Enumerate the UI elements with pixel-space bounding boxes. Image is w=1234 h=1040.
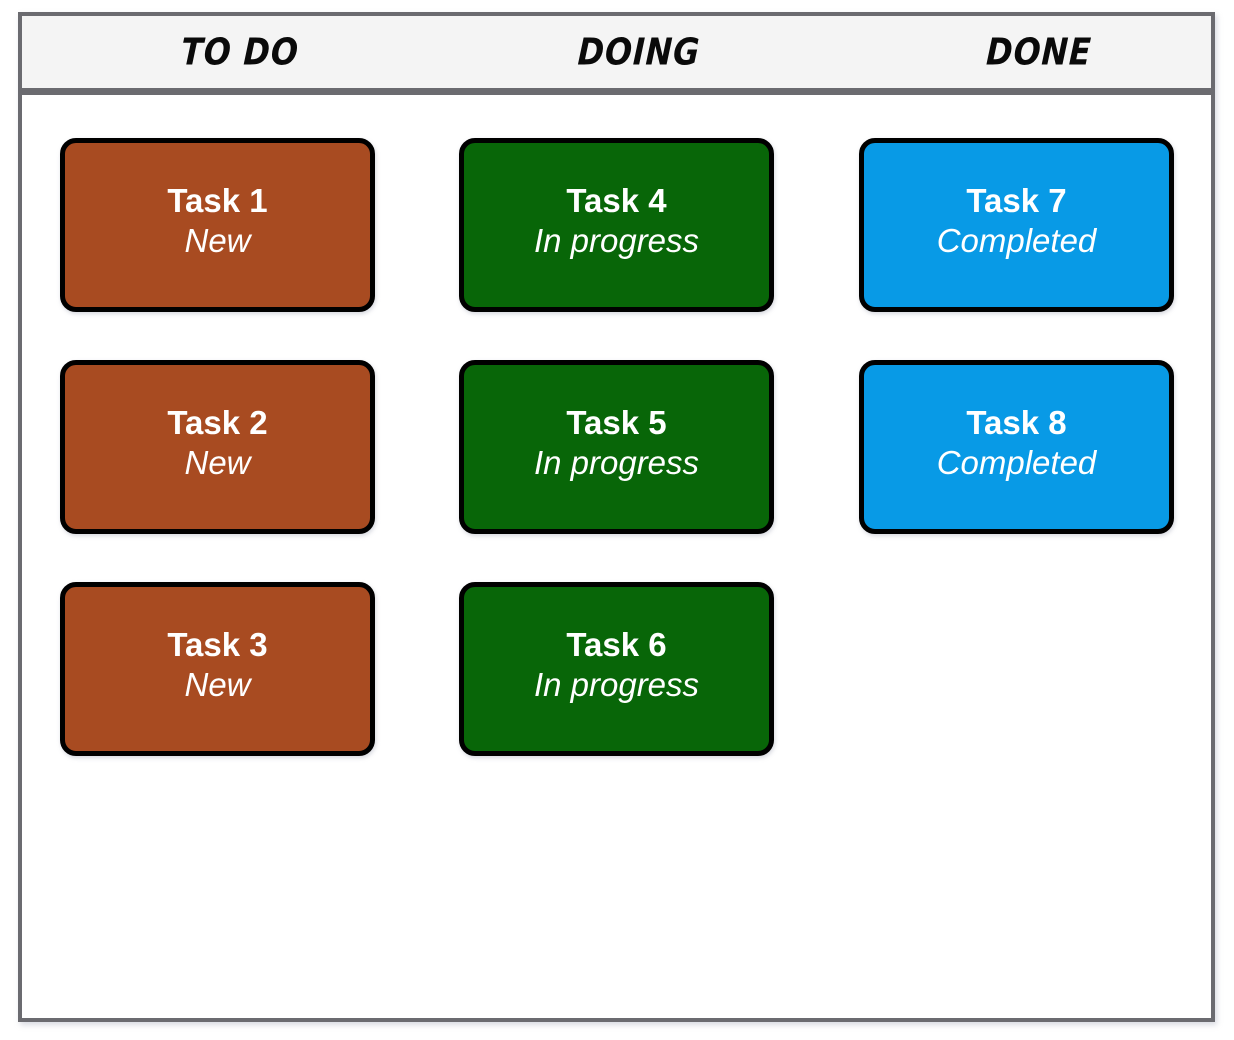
task-card-title: Task 7 xyxy=(966,182,1067,220)
task-card-title: Task 5 xyxy=(566,404,667,442)
task-card-status: In progress xyxy=(533,665,700,703)
task-card-status: Completed xyxy=(936,443,1097,481)
task-card-status: New xyxy=(184,443,251,481)
task-card-title: Task 6 xyxy=(566,626,667,664)
board-column-header-bar: TO DO DOING DONE xyxy=(18,12,1215,92)
task-card-title: Task 1 xyxy=(167,182,268,220)
task-card-status: In progress xyxy=(533,443,700,481)
task-card-status: New xyxy=(184,665,251,703)
task-card-status: New xyxy=(184,221,251,259)
task-card-status: Completed xyxy=(936,221,1097,259)
task-card-title: Task 3 xyxy=(167,626,268,664)
task-card-title: Task 2 xyxy=(167,404,268,442)
task-card-title: Task 4 xyxy=(566,182,667,220)
task-card-title: Task 8 xyxy=(966,404,1067,442)
task-card-status: In progress xyxy=(533,221,700,259)
